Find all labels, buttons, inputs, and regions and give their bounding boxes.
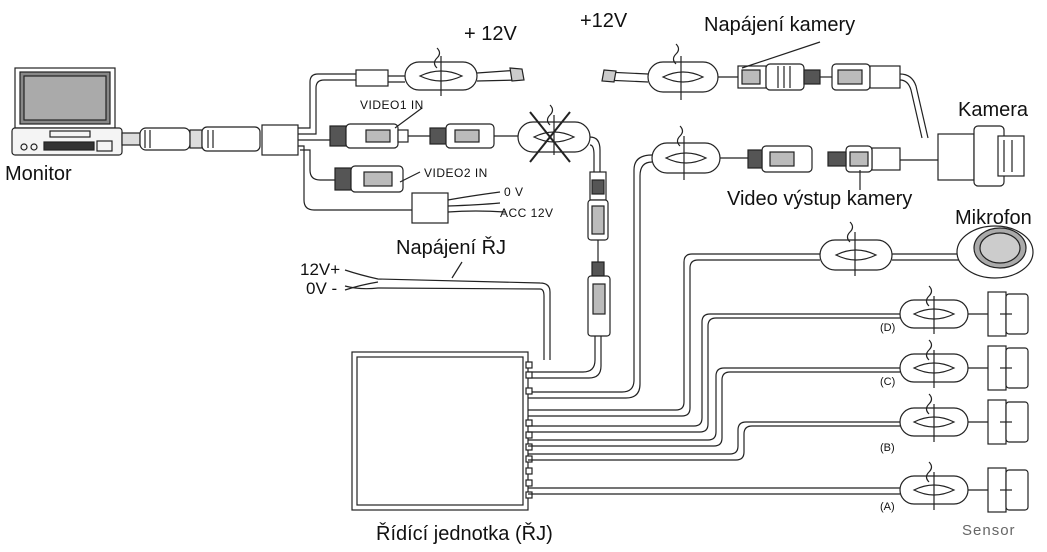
camera-label: Kamera xyxy=(958,99,1029,121)
microphone-cable xyxy=(528,221,960,417)
sensor-d-cable xyxy=(528,285,988,433)
video-link-cable xyxy=(528,171,611,379)
plus12v-camera-label: +12V xyxy=(580,10,628,32)
sensor-a-cable xyxy=(528,461,988,510)
sensor-label: Sensor xyxy=(962,522,1016,539)
sensor-b-label: (B) xyxy=(880,442,895,454)
twelve-v-plus-label: 12V+ xyxy=(300,260,340,279)
sensor-d-label: (D) xyxy=(880,322,895,334)
control-unit-power-label: Napájení ŘJ xyxy=(396,236,506,259)
video1-cable xyxy=(298,104,601,172)
sensor-a xyxy=(987,467,1029,513)
control-unit xyxy=(351,351,533,511)
sensor-b xyxy=(987,399,1029,445)
sensor-c xyxy=(987,345,1029,391)
video1-in-label: VIDEO1 IN xyxy=(360,98,424,112)
zero-v-minus-label: 0V - xyxy=(306,279,337,298)
plus12v-top-label: + 12V xyxy=(464,23,517,45)
camera-unit xyxy=(937,125,1025,187)
control-unit-label: Řídící jednotka (ŘJ) xyxy=(376,522,553,545)
sensor-b-cable xyxy=(528,393,988,461)
monitor-connector xyxy=(121,124,299,156)
sensor-c-cable xyxy=(528,339,988,447)
monitor-unit xyxy=(11,67,123,156)
video2-cable xyxy=(300,149,404,193)
camera-video-out-label: Video výstup kamery xyxy=(727,188,912,210)
camera-video-cable xyxy=(528,125,938,399)
zero-v-label: 0 V xyxy=(504,185,524,199)
acc-connector xyxy=(298,145,506,224)
acc-12v-label: ACC 12V xyxy=(500,206,554,220)
control-unit-power-cable xyxy=(344,261,551,360)
camera-power-cable xyxy=(601,43,929,139)
camera-power-label: Napájení kamery xyxy=(704,14,855,36)
sensor-c-label: (C) xyxy=(880,376,895,388)
sensor-a-label: (A) xyxy=(880,501,895,513)
monitor-power-cable xyxy=(298,47,525,135)
video2-in-label: VIDEO2 IN xyxy=(424,166,488,180)
microphone-unit xyxy=(956,225,1034,279)
microphone-label: Mikrofon xyxy=(955,207,1032,229)
monitor-label: Monitor xyxy=(5,163,72,185)
sensor-d xyxy=(987,291,1029,337)
